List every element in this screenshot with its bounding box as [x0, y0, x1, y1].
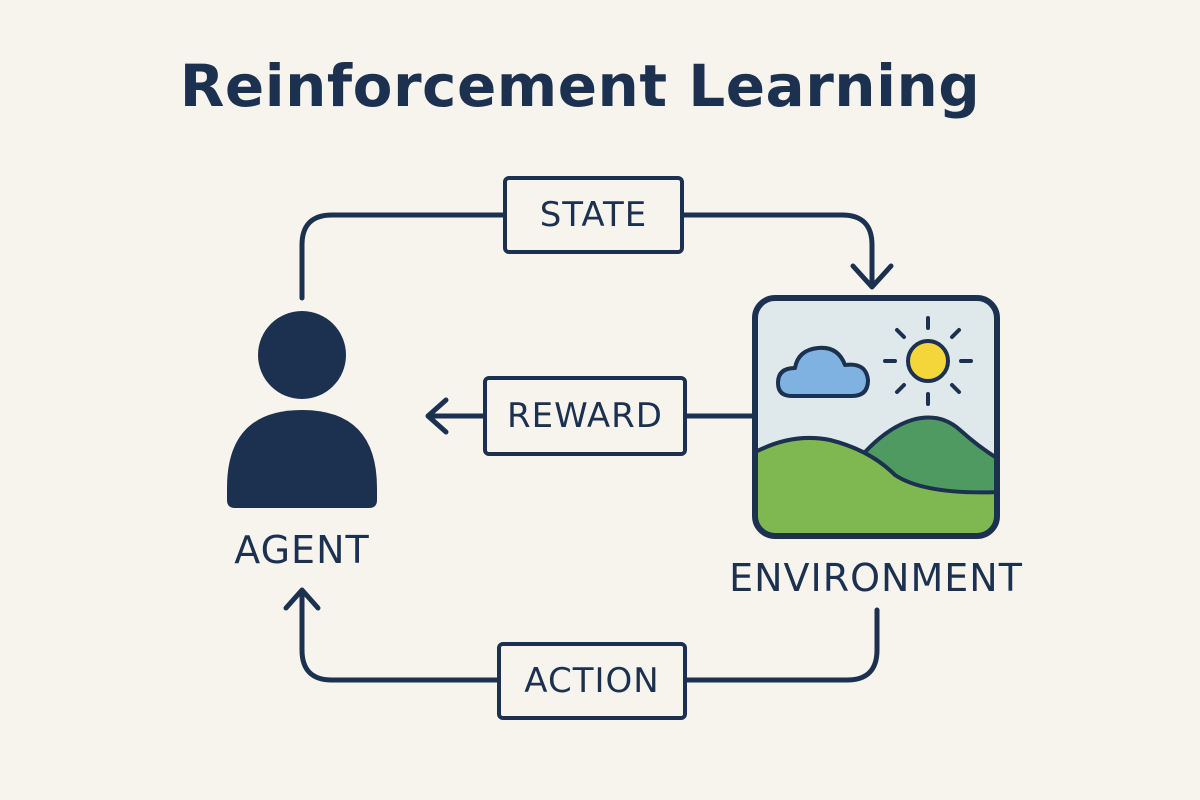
reward-label: REWARD	[483, 376, 687, 456]
action-arrow	[299, 591, 880, 683]
state-arrowhead	[850, 263, 894, 290]
action-label: ACTION	[497, 642, 687, 720]
reward-arrowhead	[425, 397, 449, 435]
landscape-icon	[752, 295, 1000, 539]
action-arrowhead	[283, 587, 321, 611]
sun-icon	[883, 316, 973, 406]
cloud-icon	[776, 345, 870, 398]
state-label: STATE	[503, 176, 684, 254]
environment-label: ENVIRONMENT	[729, 556, 1023, 600]
state-arrow	[299, 212, 875, 301]
person-icon	[227, 311, 377, 508]
diagram-title: Reinforcement Learning	[179, 52, 981, 120]
agent-label: AGENT	[234, 528, 370, 572]
